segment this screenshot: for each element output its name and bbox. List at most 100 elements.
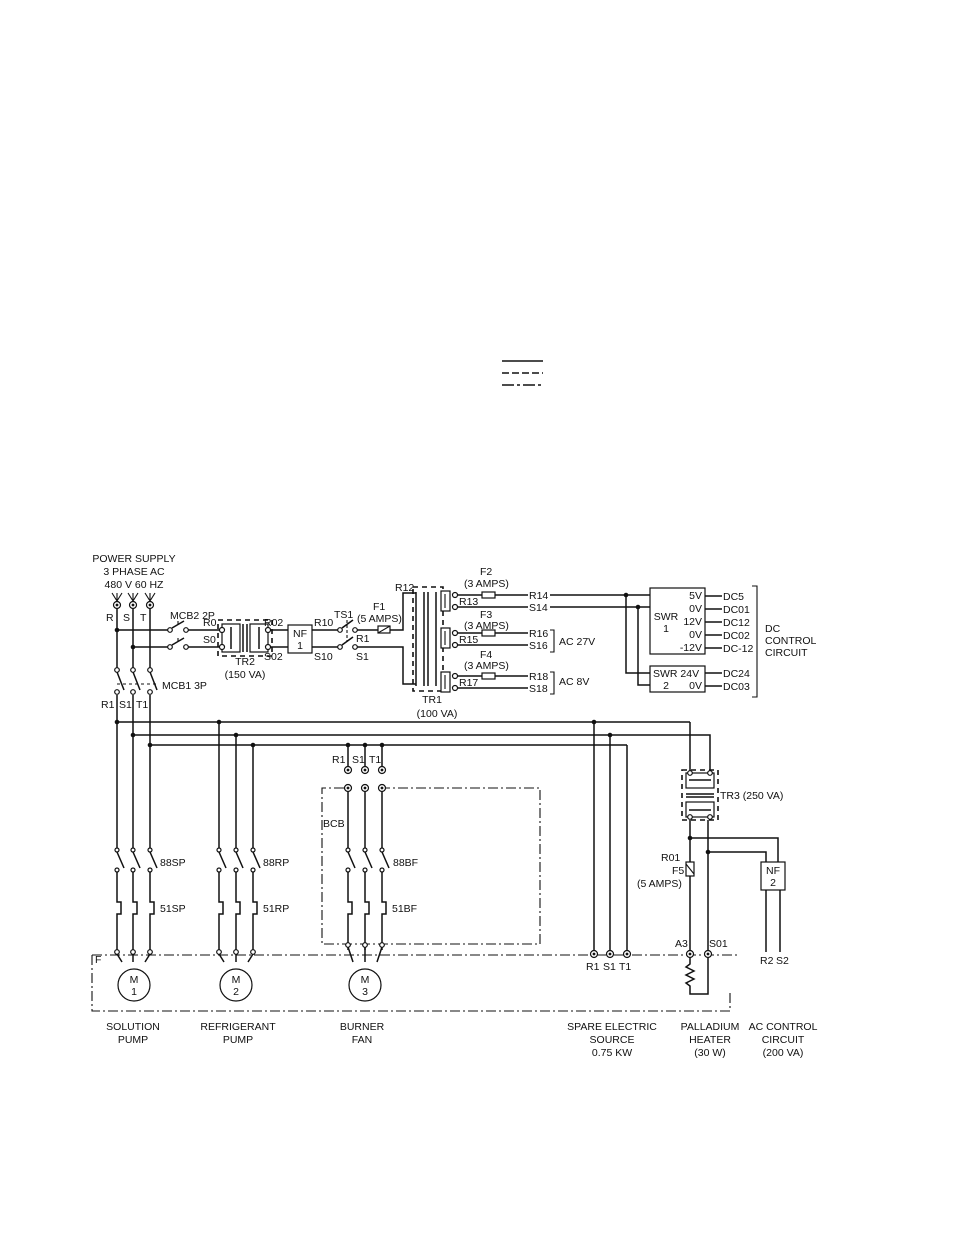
mcb1-label: MCB1 3P (162, 680, 207, 692)
overload-51sp: 51SP (116, 872, 186, 950)
s10-label: S10 (314, 651, 333, 663)
swr2-supply: SWR 24V 2 0V (649, 665, 706, 693)
f3-name: F3 (480, 609, 492, 621)
f2-name: F2 (480, 566, 492, 578)
f4-name: F4 (480, 649, 492, 661)
tr1-secondaries: R13 R15 R17 (440, 590, 478, 693)
f3-rating: (3 AMPS) (464, 620, 509, 632)
tr3-label: TR3 (250 VA) (720, 790, 783, 802)
overload-51bf: 51BF (347, 872, 417, 950)
ac-control-label1: AC CONTROL (749, 1021, 818, 1033)
dc03-label: DC03 (723, 681, 750, 693)
dc-control-line2: CONTROL (765, 635, 816, 647)
motor-1: M 1 SOLUTION PUMP (106, 953, 160, 1046)
bcb-label: BCB (323, 818, 345, 830)
s18-label: S18 (529, 683, 548, 695)
heater-label2: HEATER (689, 1034, 731, 1046)
swr1-12v: 12V (683, 616, 702, 628)
motor-2-label1: REFRIGERANT (200, 1021, 276, 1033)
dc-12-label: DC-12 (723, 643, 754, 655)
swr1-0v-a: 0V (689, 603, 702, 615)
swr2-number: 2 (663, 680, 669, 692)
spare-r1: R1 (586, 961, 600, 973)
line-legend (502, 360, 543, 386)
palladium-heater: A3 S01 PALLADIUM HEATER (30 W) (675, 938, 739, 1059)
power-supply-voltage: 480 V 60 HZ (105, 579, 165, 591)
f1-rating: (5 AMPS) (357, 613, 402, 625)
swr2-0v: 0V (689, 680, 702, 692)
supply-arrows-icon (111, 592, 156, 603)
bcb-r1: R1 (332, 754, 346, 766)
swr1-5v: 5V (689, 590, 702, 602)
f5-fuse: R01 F5 (5 AMPS) (637, 852, 695, 890)
f5-name: F5 (672, 865, 684, 877)
nf1-number: 1 (297, 640, 303, 652)
ts1-r1-label: R1 (356, 633, 370, 645)
contactor-88rp: 88RP (216, 847, 289, 873)
motor-2: M 2 REFRIGERANT PUMP (200, 953, 276, 1046)
spare-t1: T1 (619, 961, 631, 973)
contactor-88bf: 88BF (345, 847, 418, 873)
motor-2-m: M (232, 974, 241, 986)
spare-s1: S1 (603, 961, 616, 973)
ts1-label: TS1 (334, 609, 353, 621)
spare-label2: SOURCE (590, 1034, 635, 1046)
frame-ground: F (91, 954, 740, 1012)
contactor-88sp: 88SP (114, 847, 186, 873)
tr3-transformer: TR3 (250 VA) (681, 769, 783, 821)
r01-label: R01 (661, 852, 680, 864)
motor-1-label2: PUMP (118, 1034, 148, 1046)
88sp-label: 88SP (160, 857, 186, 869)
ac8-label: AC 8V (559, 676, 589, 688)
ac27-label: AC 27V (559, 636, 595, 648)
power-supply-title: POWER SUPPLY (92, 553, 175, 565)
ts1-switch: TS1 R1 S1 (334, 609, 370, 663)
mcb1-breaker: MCB1 3P R1 S1 T1 (101, 667, 207, 711)
nf1-label: NF (293, 628, 307, 640)
51rp-label: 51RP (263, 903, 289, 915)
swr1-number: 1 (663, 623, 669, 635)
dc02-label: DC02 (723, 630, 750, 642)
nf2-label: NF (766, 865, 780, 877)
nf2-filter: NF 2 (760, 861, 786, 952)
r14-label: R14 (529, 590, 548, 602)
s2-label: S2 (776, 955, 789, 967)
frame-label: F (95, 954, 101, 966)
88rp-label: 88RP (263, 857, 289, 869)
spare-label3: 0.75 KW (592, 1047, 632, 1059)
dc01-label: DC01 (723, 604, 750, 616)
f2-fuse: F2 (3 AMPS) (464, 566, 509, 599)
dc-output-lines: DC5 DC01 DC12 DC02 DC-12 DC24 DC03 DC CO… (705, 585, 816, 698)
swr1-0v-b: 0V (689, 629, 702, 641)
f4-fuse: F4 (3 AMPS) (464, 649, 509, 680)
mcb1-t1: T1 (136, 699, 148, 711)
nf2-number: 2 (770, 877, 776, 889)
f4-rating: (3 AMPS) (464, 660, 509, 672)
dc-control-line3: CIRCUIT (765, 647, 808, 659)
s16-label: S16 (529, 640, 548, 652)
motor-3: M 3 BURNER FAN (340, 946, 385, 1046)
mcb2-label: MCB2 2P (170, 610, 215, 622)
f1-name: F1 (373, 601, 385, 613)
mcb2-breaker: MCB2 2P (117, 610, 215, 650)
motor-1-label1: SOLUTION (106, 1021, 160, 1033)
dc12-label: DC12 (723, 617, 750, 629)
motor-3-label2: FAN (352, 1034, 372, 1046)
spare-electric-source: R1 S1 T1 SPARE ELECTRIC SOURCE 0.75 KW (567, 949, 657, 1059)
s02-label: S02 (264, 651, 283, 663)
ac-control-circuit: R2 S2 AC CONTROL CIRCUIT (200 VA) (749, 955, 818, 1059)
dc5-label: DC5 (723, 591, 744, 603)
r15-label: R15 (459, 634, 478, 646)
bcb-t1: T1 (369, 754, 381, 766)
motor-3-m: M (361, 974, 370, 986)
nf1-filter: NF 1 (287, 624, 313, 654)
power-supply: POWER SUPPLY 3 PHASE AC 480 V 60 HZ R S … (92, 553, 175, 624)
s0-label: S0 (203, 634, 216, 646)
power-supply-phase: 3 PHASE AC (103, 566, 165, 578)
phase-s-label: S (123, 612, 130, 624)
tr2-name: TR2 (235, 656, 255, 668)
motor-3-label1: BURNER (340, 1021, 385, 1033)
s14-label: S14 (529, 602, 548, 614)
ac-control-label3: (200 VA) (763, 1047, 804, 1059)
